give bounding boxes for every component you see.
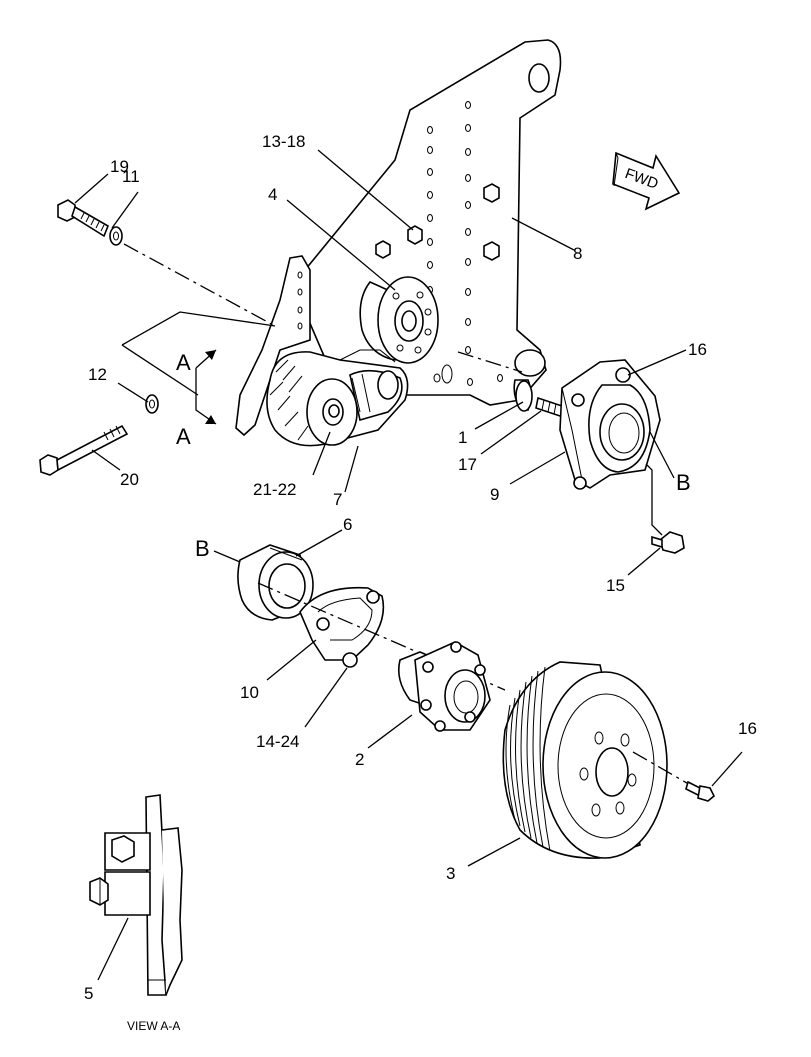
- detail-marker-housing: B: [676, 470, 691, 495]
- retainer-10: [299, 586, 385, 668]
- view-a-a-detail: [89, 794, 183, 996]
- callout-19: 19: [110, 157, 129, 176]
- callout-12: 12: [88, 365, 107, 384]
- bracket-hole-rows: [427, 101, 503, 386]
- spacer-centerline: [457, 351, 523, 373]
- bolt-15: [651, 531, 685, 554]
- callout-7: 7: [333, 490, 342, 509]
- leader-lines: [74, 149, 743, 981]
- housing-9: [559, 359, 661, 490]
- section-marker-top: A: [176, 350, 191, 375]
- callout-20: 20: [120, 470, 139, 489]
- callout-16-bottom: 16: [738, 719, 757, 738]
- bolt-16-bottom: [632, 751, 715, 802]
- section-a-a-marker: [121, 311, 276, 425]
- view-caption: VIEW A-A: [127, 1019, 180, 1033]
- callout-2: 2: [355, 750, 364, 769]
- callout-21-22: 21-22: [253, 480, 296, 499]
- hub-2: [397, 641, 491, 732]
- callout-1: 1: [458, 428, 467, 447]
- callout-labels: 19 11 13-18 4 8 16 12 20 1 17 9 21-22 7 …: [84, 132, 757, 1033]
- bolt-20-and-washer-12: [39, 394, 159, 476]
- callout-15: 15: [606, 576, 625, 595]
- detail-marker-seal: B: [195, 536, 210, 561]
- bolt-19-centerline: [123, 243, 276, 327]
- callout-14-24: 14-24: [256, 732, 299, 751]
- callout-5: 5: [84, 984, 93, 1003]
- callout-3: 3: [446, 864, 455, 883]
- callout-8: 8: [573, 244, 582, 263]
- callout-4: 4: [268, 185, 277, 204]
- section-marker-bottom: A: [176, 424, 191, 449]
- belt-tensioner: [266, 349, 409, 447]
- seal-6: [237, 544, 314, 621]
- damper-pulley-3: [502, 661, 668, 859]
- callout-10: 10: [240, 683, 259, 702]
- bolt-15-centerline: [645, 463, 663, 536]
- bolt-19-and-washer-11: [57, 199, 123, 246]
- callout-16-top: 16: [688, 340, 707, 359]
- callout-11: 11: [122, 167, 140, 186]
- callout-6: 6: [343, 515, 352, 534]
- callout-9: 9: [490, 485, 499, 504]
- callout-17: 17: [458, 455, 477, 474]
- fwd-direction-arrow: FWD: [612, 151, 681, 211]
- idler-pulley: [359, 276, 439, 364]
- bracket-bolt-heads: [375, 183, 500, 261]
- tensioner-mount-plate: [235, 255, 311, 437]
- callout-13-18: 13-18: [262, 132, 305, 151]
